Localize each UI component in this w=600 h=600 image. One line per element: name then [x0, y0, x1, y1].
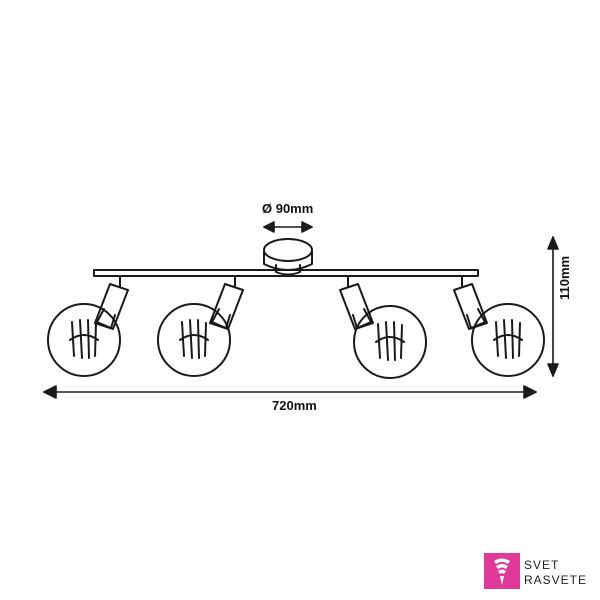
width-label: 720mm [272, 398, 317, 413]
spot-1 [47, 275, 129, 377]
brand-name-line2: RASVETE [524, 573, 588, 587]
spot-3 [339, 275, 427, 379]
mounting-bar [93, 269, 479, 277]
bulb-logo-icon [484, 553, 520, 589]
spot-4 [453, 275, 545, 377]
height-arrow [547, 236, 559, 377]
spot-2 [157, 275, 244, 377]
brand-logo-block: SVET RASVETE [484, 553, 596, 589]
brand-name-line1: SVET [524, 558, 560, 572]
height-label: 110mm [557, 255, 572, 300]
diameter-arrow [263, 221, 313, 233]
diameter-label: Ø 90mm [262, 201, 314, 216]
width-arrow [43, 385, 537, 399]
